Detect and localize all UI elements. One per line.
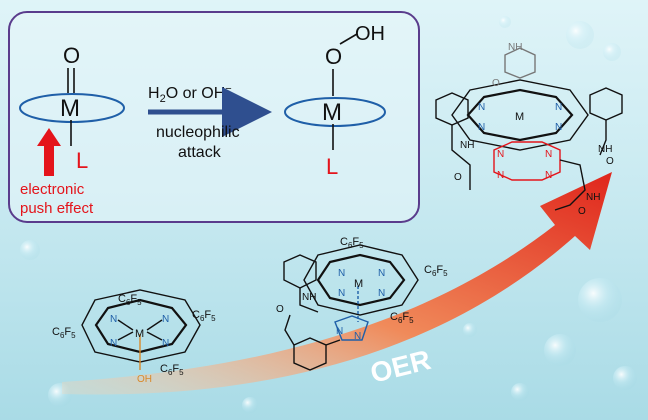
cyclen-n-3: N [497, 170, 504, 181]
mid-n-3: N [338, 288, 345, 299]
push-label-line2: push effect [20, 200, 94, 217]
metal-hydroperoxo-species: OH O M L [284, 23, 386, 179]
imidazole-n-2: N [354, 331, 361, 342]
pyrrole-n-3: N [110, 338, 117, 349]
mid-n-1: N [338, 268, 345, 279]
c6f5-left: C6F5 [52, 326, 76, 340]
hydroxyl-group: OH [355, 23, 385, 45]
tr-n-3: N [478, 122, 485, 133]
push-arrow [37, 128, 61, 176]
tr-nh-bottom: NH [586, 192, 600, 203]
porphyrin-plane-left [19, 93, 125, 123]
cyclen-n-2: N [545, 149, 552, 160]
porphyrin-plane-right [284, 97, 386, 127]
metal-center-mid: M [354, 278, 363, 290]
water-bubbles [20, 16, 637, 413]
porphyrin-top-right-labels: N N N N M N N N N NH NH NH NH O O O O [454, 42, 614, 217]
mechanism-box: O M L electronic push effect H2O or OH− … [8, 11, 420, 223]
metal-oxo-species: O M L electronic push effect [19, 43, 125, 217]
mechanism-frame [8, 11, 420, 223]
carbonyl-o-mid: O [276, 304, 284, 315]
pyrrole-n-1: N [110, 314, 117, 325]
arrow-label-line2: nucleophilic [156, 124, 240, 141]
cyclen-n-4: N [545, 170, 552, 181]
axial-hydroxide: OH [137, 374, 152, 385]
porphyrin-top-right [435, 47, 623, 211]
oer-arrow-body [62, 172, 612, 395]
porphyrin-bottom-left [81, 289, 201, 370]
peroxo-oxygen: O [325, 44, 342, 69]
tr-carbonyl-o-left: O [454, 172, 462, 183]
amide-nh-mid: NH [302, 292, 316, 303]
arrow-label-line3: attack [178, 144, 222, 161]
tr-n-2: N [555, 102, 562, 113]
tr-nh-right: NH [598, 144, 612, 155]
metal-atom-right: M [322, 99, 342, 126]
tr-nh-top: NH [508, 42, 522, 53]
tr-carbonyl-o-bottom: O [578, 206, 586, 217]
tr-n-1: N [478, 102, 485, 113]
metal-center-bl: M [135, 328, 144, 340]
tr-n-4: N [555, 122, 562, 133]
mid-n-4: N [378, 288, 385, 299]
c6f5-bottom: C6F5 [160, 363, 184, 377]
pyrrole-n-2: N [162, 314, 169, 325]
mid-n-2: N [378, 268, 385, 279]
c6f5-top: C6F5 [118, 293, 142, 307]
c6f5-mid-right: C6F5 [424, 264, 448, 278]
imidazole-n-1: N [336, 326, 343, 337]
push-label-line1: electronic [20, 181, 85, 198]
tr-nh-left: NH [460, 140, 474, 151]
c6f5-mid-top: C6F5 [340, 236, 364, 250]
oxo-atom: O [63, 43, 80, 68]
metal-atom-left: M [60, 95, 80, 122]
metal-center-tr: M [515, 111, 524, 123]
reaction-arrow: H2O or OH− nucleophilic attack [148, 83, 272, 161]
tr-carbonyl-o-top: O [492, 78, 500, 89]
c6f5-mid-bottom: C6F5 [390, 311, 414, 325]
porphyrin-middle-labels: C6F5 C6F5 C6F5 N N N N M N N NH O [276, 236, 448, 342]
tr-carbonyl-o-right: O [606, 156, 614, 167]
porphyrin-middle [283, 244, 419, 371]
ligand-left: L [76, 148, 88, 173]
ligand-right: L [326, 154, 338, 179]
c6f5-right: C6F5 [192, 309, 216, 323]
pyrrole-n-4: N [162, 338, 169, 349]
porphyrin-bottom-left-labels: C6F5 C6F5 C6F5 C6F5 N N N N M OH [52, 293, 216, 385]
cyclen-n-1: N [497, 149, 504, 160]
